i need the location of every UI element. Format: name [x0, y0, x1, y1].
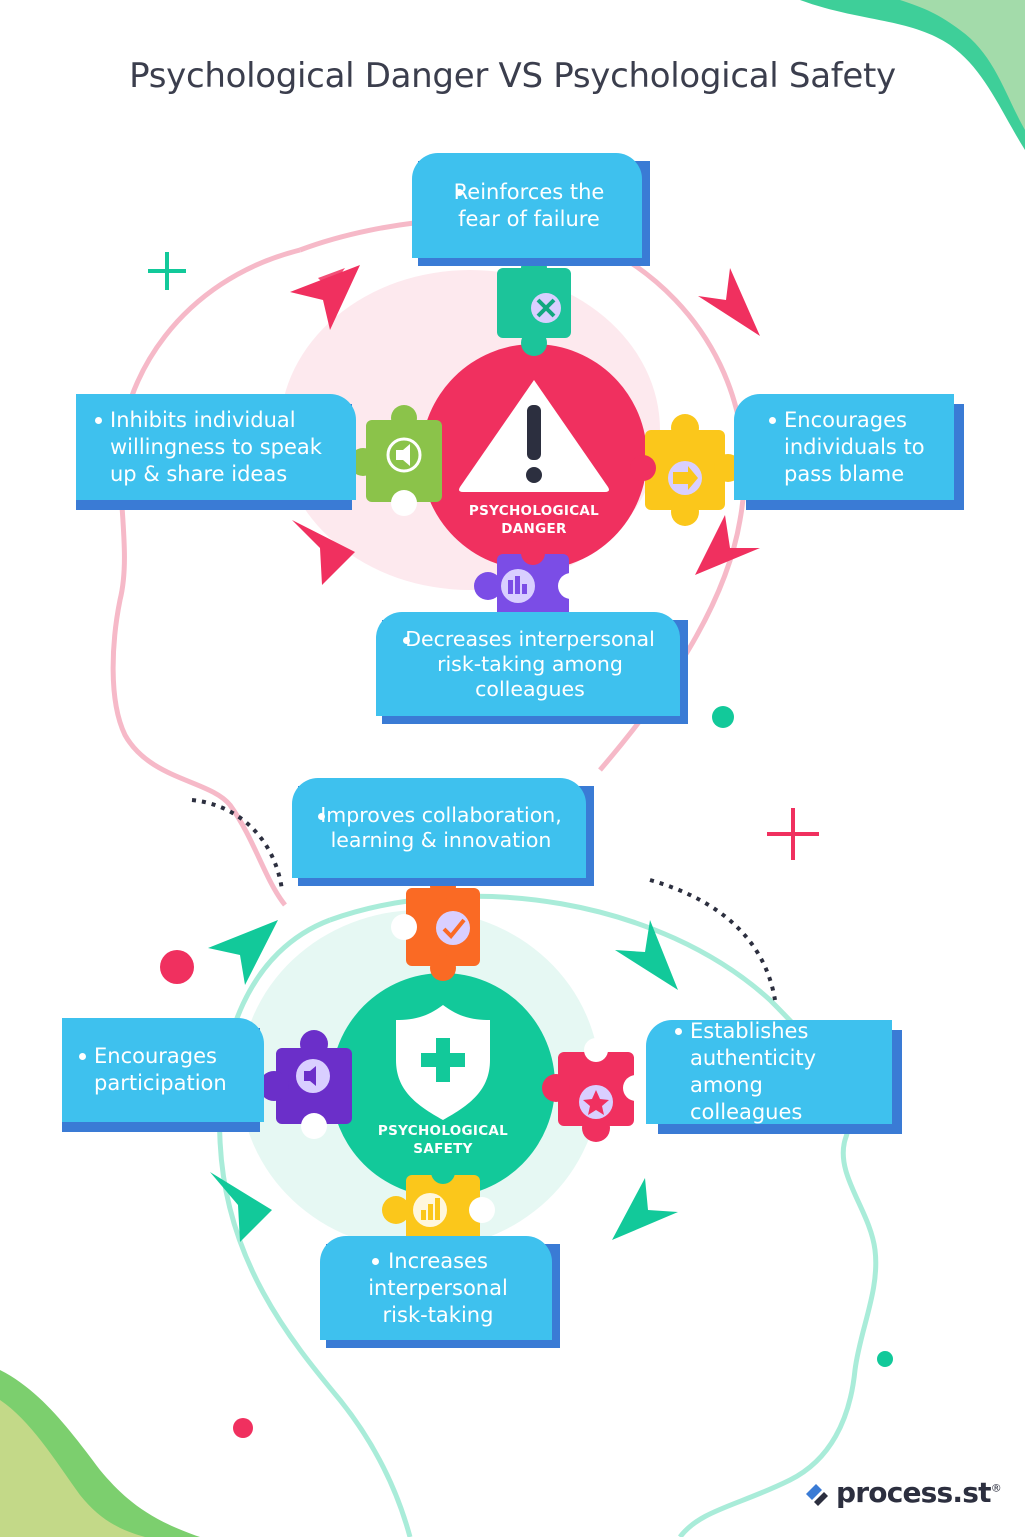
puzzle-bottom-danger	[474, 541, 584, 622]
danger-arrow-top-right	[698, 268, 760, 336]
puzzle-right-danger	[630, 414, 742, 526]
safety-card-top: Improves collaboration, learning & innov…	[292, 778, 594, 886]
safety-arrow-bottom-right	[612, 1178, 678, 1240]
danger-card-top: Reinforces the fear of failure	[412, 153, 650, 266]
safety-head-outline	[329, 893, 879, 1537]
puzzle-bottom-safety	[382, 1160, 495, 1247]
safety-card-bottom-text: Increases interpersonal risk-taking	[368, 1248, 508, 1327]
safety-arrow-top-right	[615, 920, 678, 990]
danger-hub-label: PSYCHOLOGICAL DANGER	[454, 502, 614, 538]
danger-arrow-top-left	[290, 265, 360, 330]
danger-card-top-text: Reinforces the fear of failure	[453, 179, 605, 231]
shield-plus-icon	[396, 1005, 490, 1120]
puzzle-top-safety	[391, 873, 480, 981]
dot-red-1	[160, 950, 194, 984]
top-right-blob-accent	[900, 0, 1025, 130]
dot-red-2	[233, 1418, 253, 1438]
safety-card-bottom: Increases interpersonal risk-taking	[320, 1236, 560, 1348]
warning-triangle-icon	[459, 380, 609, 492]
danger-card-bottom-text: Decreases interpersonal risk-taking amon…	[403, 626, 655, 701]
dotted-arc-left	[191, 798, 284, 891]
danger-card-bottom: Decreases interpersonal risk-taking amon…	[376, 612, 688, 724]
process-st-logo: process.st®	[800, 1470, 1002, 1514]
safety-card-top-text: Improves collaboration, learning & innov…	[318, 803, 562, 852]
danger-arrow-top-left-2	[318, 268, 345, 290]
plus-decoration-green	[148, 252, 186, 290]
danger-arrow-bottom-right	[695, 515, 760, 575]
danger-card-left-text: Inhibits individual willingness to speak…	[95, 407, 322, 488]
danger-head-outline	[110, 247, 301, 907]
top-right-blob	[800, 0, 1025, 150]
danger-label-line-1: PSYCHOLOGICAL	[468, 503, 600, 519]
dotted-arc-right	[649, 878, 777, 1001]
danger-card-left: Inhibits individual willingness to speak…	[76, 394, 356, 510]
puzzle-top-danger	[497, 255, 571, 356]
safety-card-right: Establishes authenticity among colleague…	[646, 1018, 902, 1134]
dot-green-1	[712, 706, 734, 728]
safety-label-line-1: PSYCHOLOGICAL	[377, 1123, 509, 1139]
safety-hub-label: PSYCHOLOGICAL SAFETY	[363, 1122, 523, 1158]
safety-arrow-bottom-left	[210, 1172, 272, 1242]
page-title: Psychological Danger VS Psychological Sa…	[129, 56, 896, 96]
safety-label-line-2: SAFETY	[413, 1141, 473, 1157]
puzzle-right-safety	[542, 1038, 649, 1142]
safety-head-back	[217, 917, 413, 1537]
bottom-left-blob-accent	[0, 1400, 145, 1537]
plus-decoration-red	[767, 808, 819, 860]
safety-card-left-text: Encourages participation	[79, 1043, 227, 1097]
puzzle-left-safety	[259, 1030, 352, 1139]
safety-arrow-top-left	[208, 920, 278, 985]
safety-card-left: Encourages participation	[62, 1018, 264, 1132]
process-st-logo-mark-icon	[806, 1484, 828, 1506]
safety-card-right-text: Establishes authenticity among colleague…	[675, 1018, 878, 1126]
danger-card-right-text: Encourages individuals to pass blame	[769, 407, 925, 488]
logo-text: process.st®	[836, 1475, 1002, 1509]
danger-arrow-bottom-left	[292, 520, 355, 585]
danger-label-line-2: DANGER	[501, 521, 567, 537]
puzzle-left-danger	[349, 405, 442, 516]
dot-green-2	[877, 1351, 893, 1367]
danger-card-right: Encourages individuals to pass blame	[734, 394, 964, 510]
